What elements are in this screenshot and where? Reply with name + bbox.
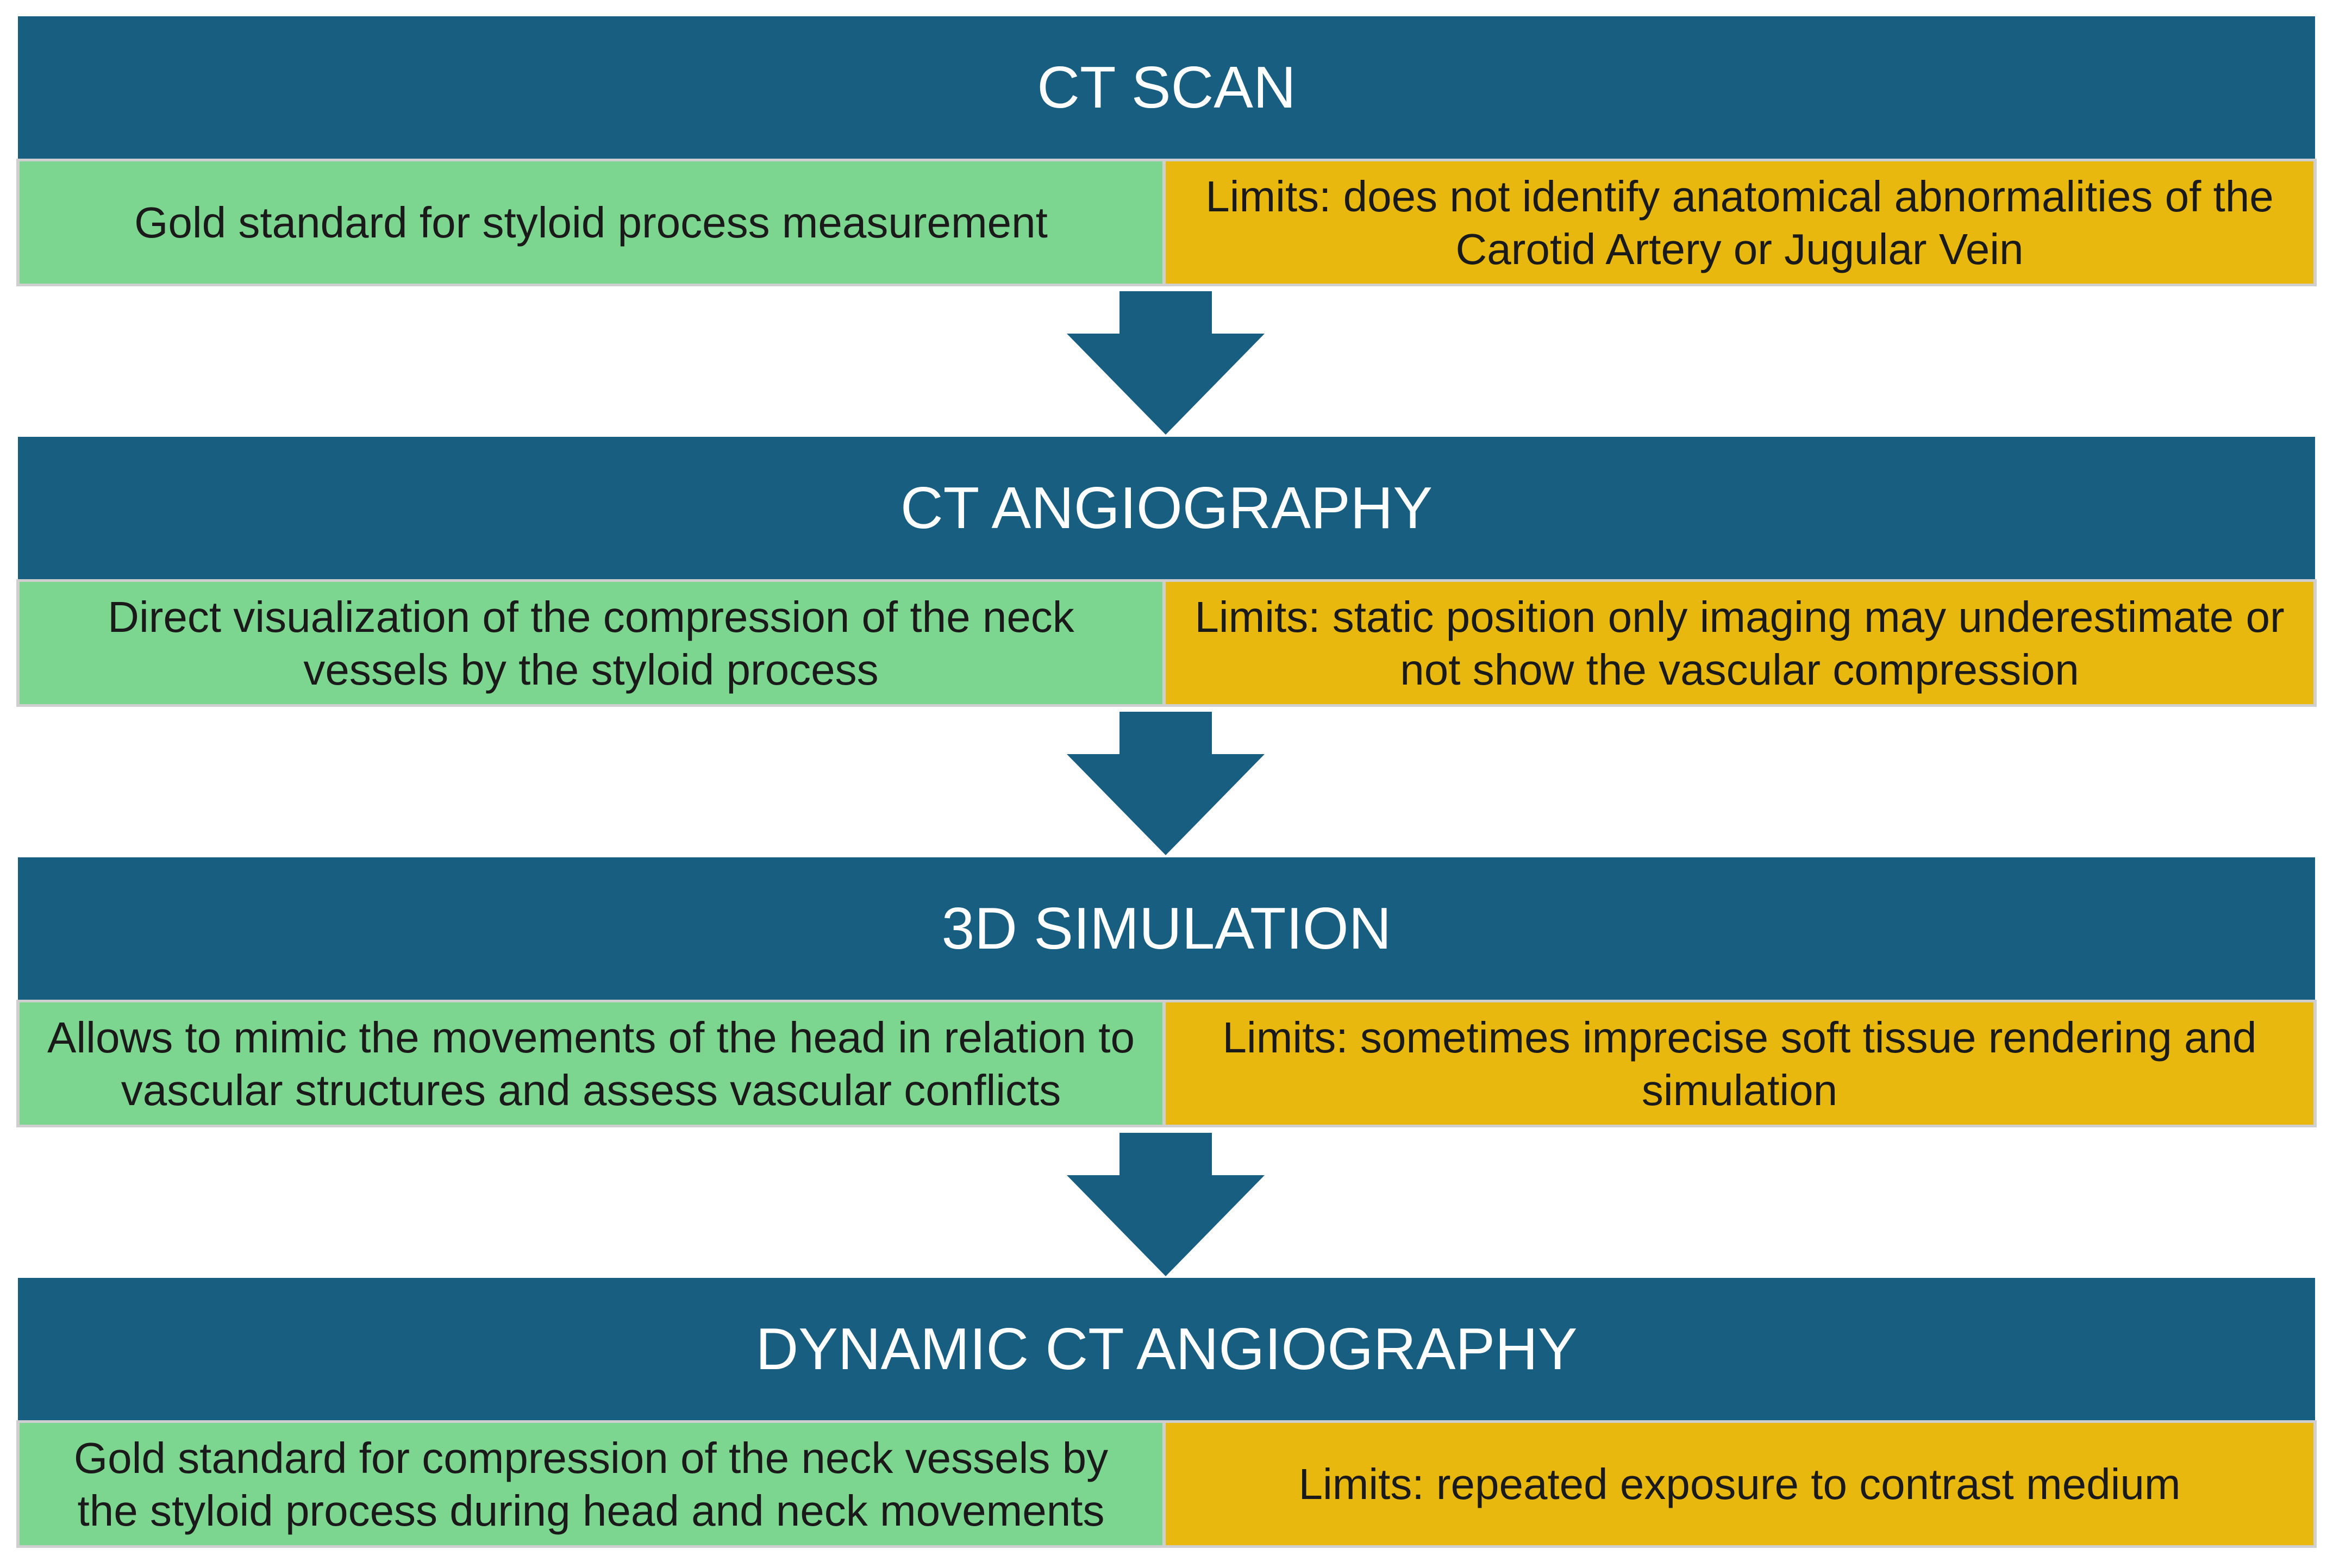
step-2-row: Direct visualization of the compression …	[16, 579, 2317, 707]
step-3-advantage: Allows to mimic the movements of the hea…	[20, 1002, 1162, 1125]
step-4-title: DYNAMIC CT ANGIOGRAPHY	[18, 1278, 2315, 1420]
step-2-advantage: Direct visualization of the compression …	[20, 582, 1162, 704]
step-3-row: Allows to mimic the movements of the hea…	[16, 1000, 2317, 1127]
step-1-limitation: Limits: does not identify anatomical abn…	[1166, 161, 2313, 284]
step-1-advantage: Gold standard for styloid process measur…	[20, 161, 1162, 284]
step-4-advantage: Gold standard for compression of the nec…	[20, 1423, 1162, 1545]
step-1-row: Gold standard for styloid process measur…	[16, 159, 2317, 286]
step-3-title: 3D SIMULATION	[18, 857, 2315, 1000]
step-4-row: Gold standard for compression of the nec…	[16, 1420, 2317, 1548]
step-2-title: CT ANGIOGRAPHY	[18, 437, 2315, 579]
step-4-limitation: Limits: repeated exposure to contrast me…	[1166, 1423, 2313, 1545]
down-arrow-1-icon	[1067, 291, 1265, 435]
down-arrow-3-icon	[1067, 1133, 1265, 1276]
step-3-limitation: Limits: sometimes imprecise soft tissue …	[1166, 1002, 2313, 1125]
down-arrow-2-icon	[1067, 712, 1265, 855]
step-1-title: CT SCAN	[18, 16, 2315, 159]
step-2-limitation: Limits: static position only imaging may…	[1166, 582, 2313, 704]
